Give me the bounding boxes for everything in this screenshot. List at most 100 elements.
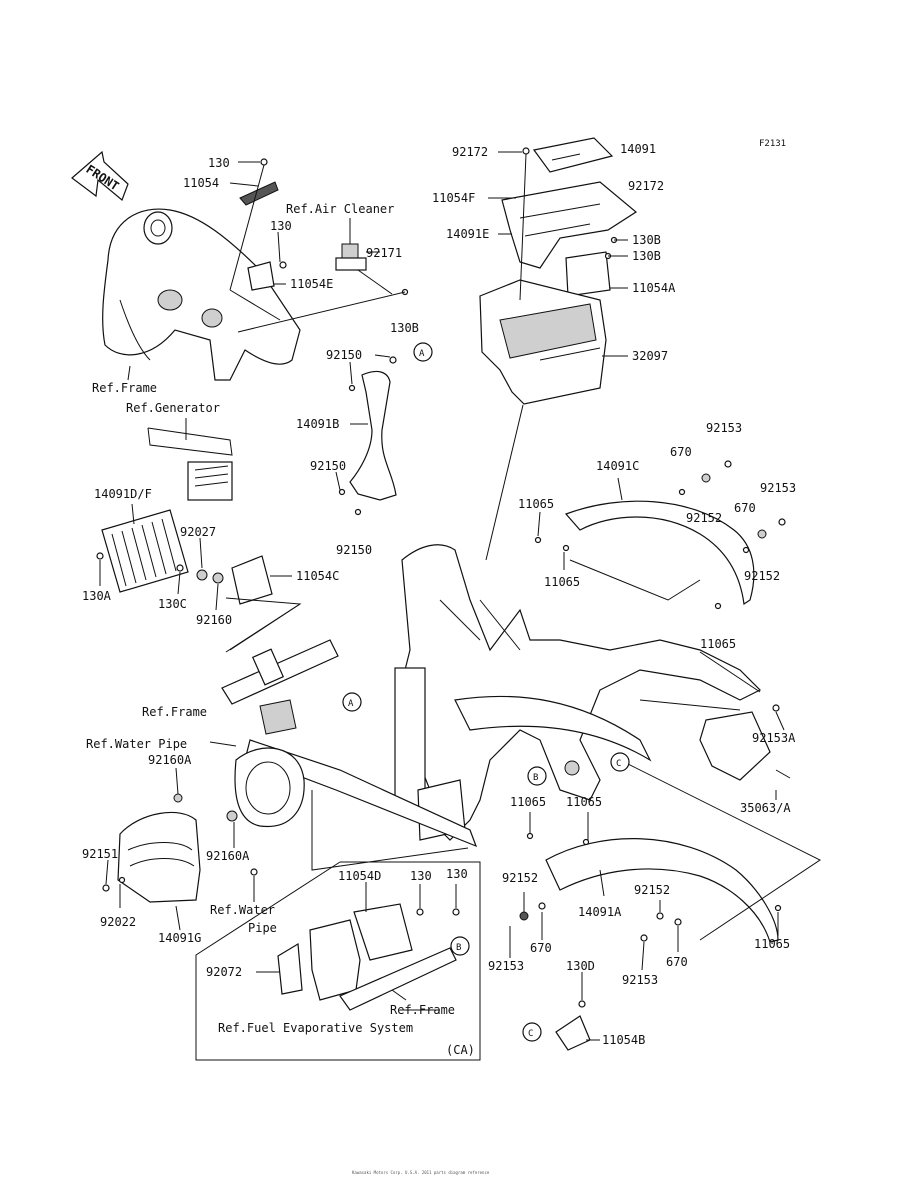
label-14091: 14091 (620, 142, 656, 156)
label-130C: 130C (158, 597, 187, 611)
label-92171: 92171 (366, 246, 402, 260)
bolt-130-b-shape (279, 261, 287, 269)
leader-lines (99, 151, 785, 1041)
label-14091A: 14091A (578, 905, 622, 919)
bracket-11054A-shape (565, 236, 618, 297)
label-130B-b: 130B (632, 233, 661, 247)
washer-670-c-shape (538, 902, 546, 910)
part-labels: 130 11054 Ref.Air Cleaner 130 92171 1105… (82, 142, 796, 1057)
bolt-130A-shape (96, 552, 104, 560)
nut-92152-d-shape (656, 912, 664, 920)
label-130B-a: 130B (390, 321, 419, 335)
label-ref-water-pipe-top: Ref.Water Pipe (86, 737, 187, 751)
label-130-d: 130 (446, 867, 468, 881)
bracket-11054B-shape (555, 1000, 591, 1051)
label-11054E: 11054E (290, 277, 333, 291)
label-670-d: 670 (666, 955, 688, 969)
label-92152-a: 92152 (686, 511, 722, 525)
clamp-water-pipe-shape (250, 868, 258, 876)
label-92152-d: 92152 (634, 883, 670, 897)
label-92153-a: 92153 (706, 421, 742, 435)
label-14091E: 14091E (446, 227, 489, 241)
label-ref-generator: Ref.Generator (126, 401, 220, 415)
callout-C-1: C (610, 752, 630, 772)
label-92153A: 92153A (752, 731, 796, 745)
fender-14091C-shape (534, 500, 755, 610)
label-92150-b: 92150 (310, 459, 346, 473)
label-670-a: 670 (670, 445, 692, 459)
bolt-92153-a-shape (724, 460, 732, 468)
bolt-130-d-shape (452, 908, 460, 916)
svg-text:C: C (616, 759, 621, 769)
label-11065-f: 11065 (754, 937, 790, 951)
label-11065-e: 11065 (566, 795, 602, 809)
label-92172-b: 92172 (628, 179, 664, 193)
label-ref-frame-top: Ref.Frame (92, 381, 157, 395)
washer-92027-shape (196, 569, 208, 581)
svg-text:B: B (533, 773, 538, 783)
label-11054B: 11054B (602, 1033, 645, 1047)
figure-code: F2131 (759, 139, 786, 149)
front-arrow: FRONT (71, 150, 129, 202)
svg-text:A: A (348, 699, 354, 709)
callout-B-1: B (527, 766, 547, 786)
label-11054A: 11054A (632, 281, 676, 295)
label-ref-water-1: Ref.Water (210, 903, 275, 917)
fender-14091A-shape (526, 832, 782, 943)
bolt-92151-shape (102, 884, 110, 892)
svg-text:A: A (419, 349, 425, 359)
label-ca: (CA) (446, 1043, 475, 1057)
label-670-b: 670 (734, 501, 756, 515)
generator-cover-shape (234, 747, 305, 828)
label-130D: 130D (566, 959, 595, 973)
tray-14091E-shape (501, 181, 638, 269)
label-130A: 130A (82, 589, 112, 603)
nut-92152-b-shape (742, 546, 750, 554)
bracket-14091B-shape (338, 356, 397, 516)
bracket-11054-shape (239, 181, 279, 206)
label-14091G: 14091G (158, 931, 201, 945)
washer-670-b-shape (757, 529, 767, 539)
label-14091C: 14091C (596, 459, 639, 473)
washer-670-a-shape (701, 473, 711, 483)
washer-92160-shape (212, 572, 224, 584)
callout-B-2: B (450, 936, 470, 956)
label-11054C: 11054C (296, 569, 339, 583)
callout-C-2: C (522, 1022, 542, 1042)
label-11065-a: 11065 (518, 497, 554, 511)
label-92027: 92027 (180, 525, 216, 539)
label-92150-a: 92150 (326, 348, 362, 362)
label-92172-a: 92172 (452, 145, 488, 159)
washer-92160A-a-shape (173, 793, 183, 803)
cover-14091DF-shape (101, 509, 189, 593)
label-130B-c: 130B (632, 249, 661, 263)
label-92152-c: 92152 (502, 871, 538, 885)
label-11065-c: 11065 (700, 637, 736, 651)
label-130-top: 130 (208, 156, 230, 170)
callout-A-1: A (413, 342, 433, 362)
label-670-c: 670 (530, 941, 552, 955)
bolt-92153-b-shape (778, 518, 786, 526)
label-92153-b: 92153 (760, 481, 796, 495)
label-35063A: 35063/A (740, 801, 791, 815)
label-ref-frame-inset: Ref.Frame (390, 1003, 455, 1017)
label-92160: 92160 (196, 613, 232, 627)
nut-92152-a-shape (678, 488, 686, 496)
label-130-b: 130 (270, 219, 292, 233)
label-92153-c: 92153 (488, 959, 524, 973)
label-ref-air-cleaner: Ref.Air Cleaner (286, 202, 394, 216)
bolt-92153-c-shape (640, 934, 648, 942)
battery-cover-14091-shape (532, 137, 614, 173)
bolt-130-top-shape (260, 158, 268, 166)
label-11065-d: 11065 (510, 795, 546, 809)
label-92072: 92072 (206, 965, 242, 979)
label-92160A-a: 92160A (148, 753, 192, 767)
battery-case-32097-shape (479, 279, 607, 405)
label-130-c: 130 (410, 869, 432, 883)
bolt-130C-shape (176, 564, 184, 572)
canister-11054D-shape (309, 903, 413, 1001)
bracket-92072-shape (277, 942, 303, 995)
nut-92152-c-shape (519, 911, 529, 921)
part-92171-shape (335, 243, 409, 296)
